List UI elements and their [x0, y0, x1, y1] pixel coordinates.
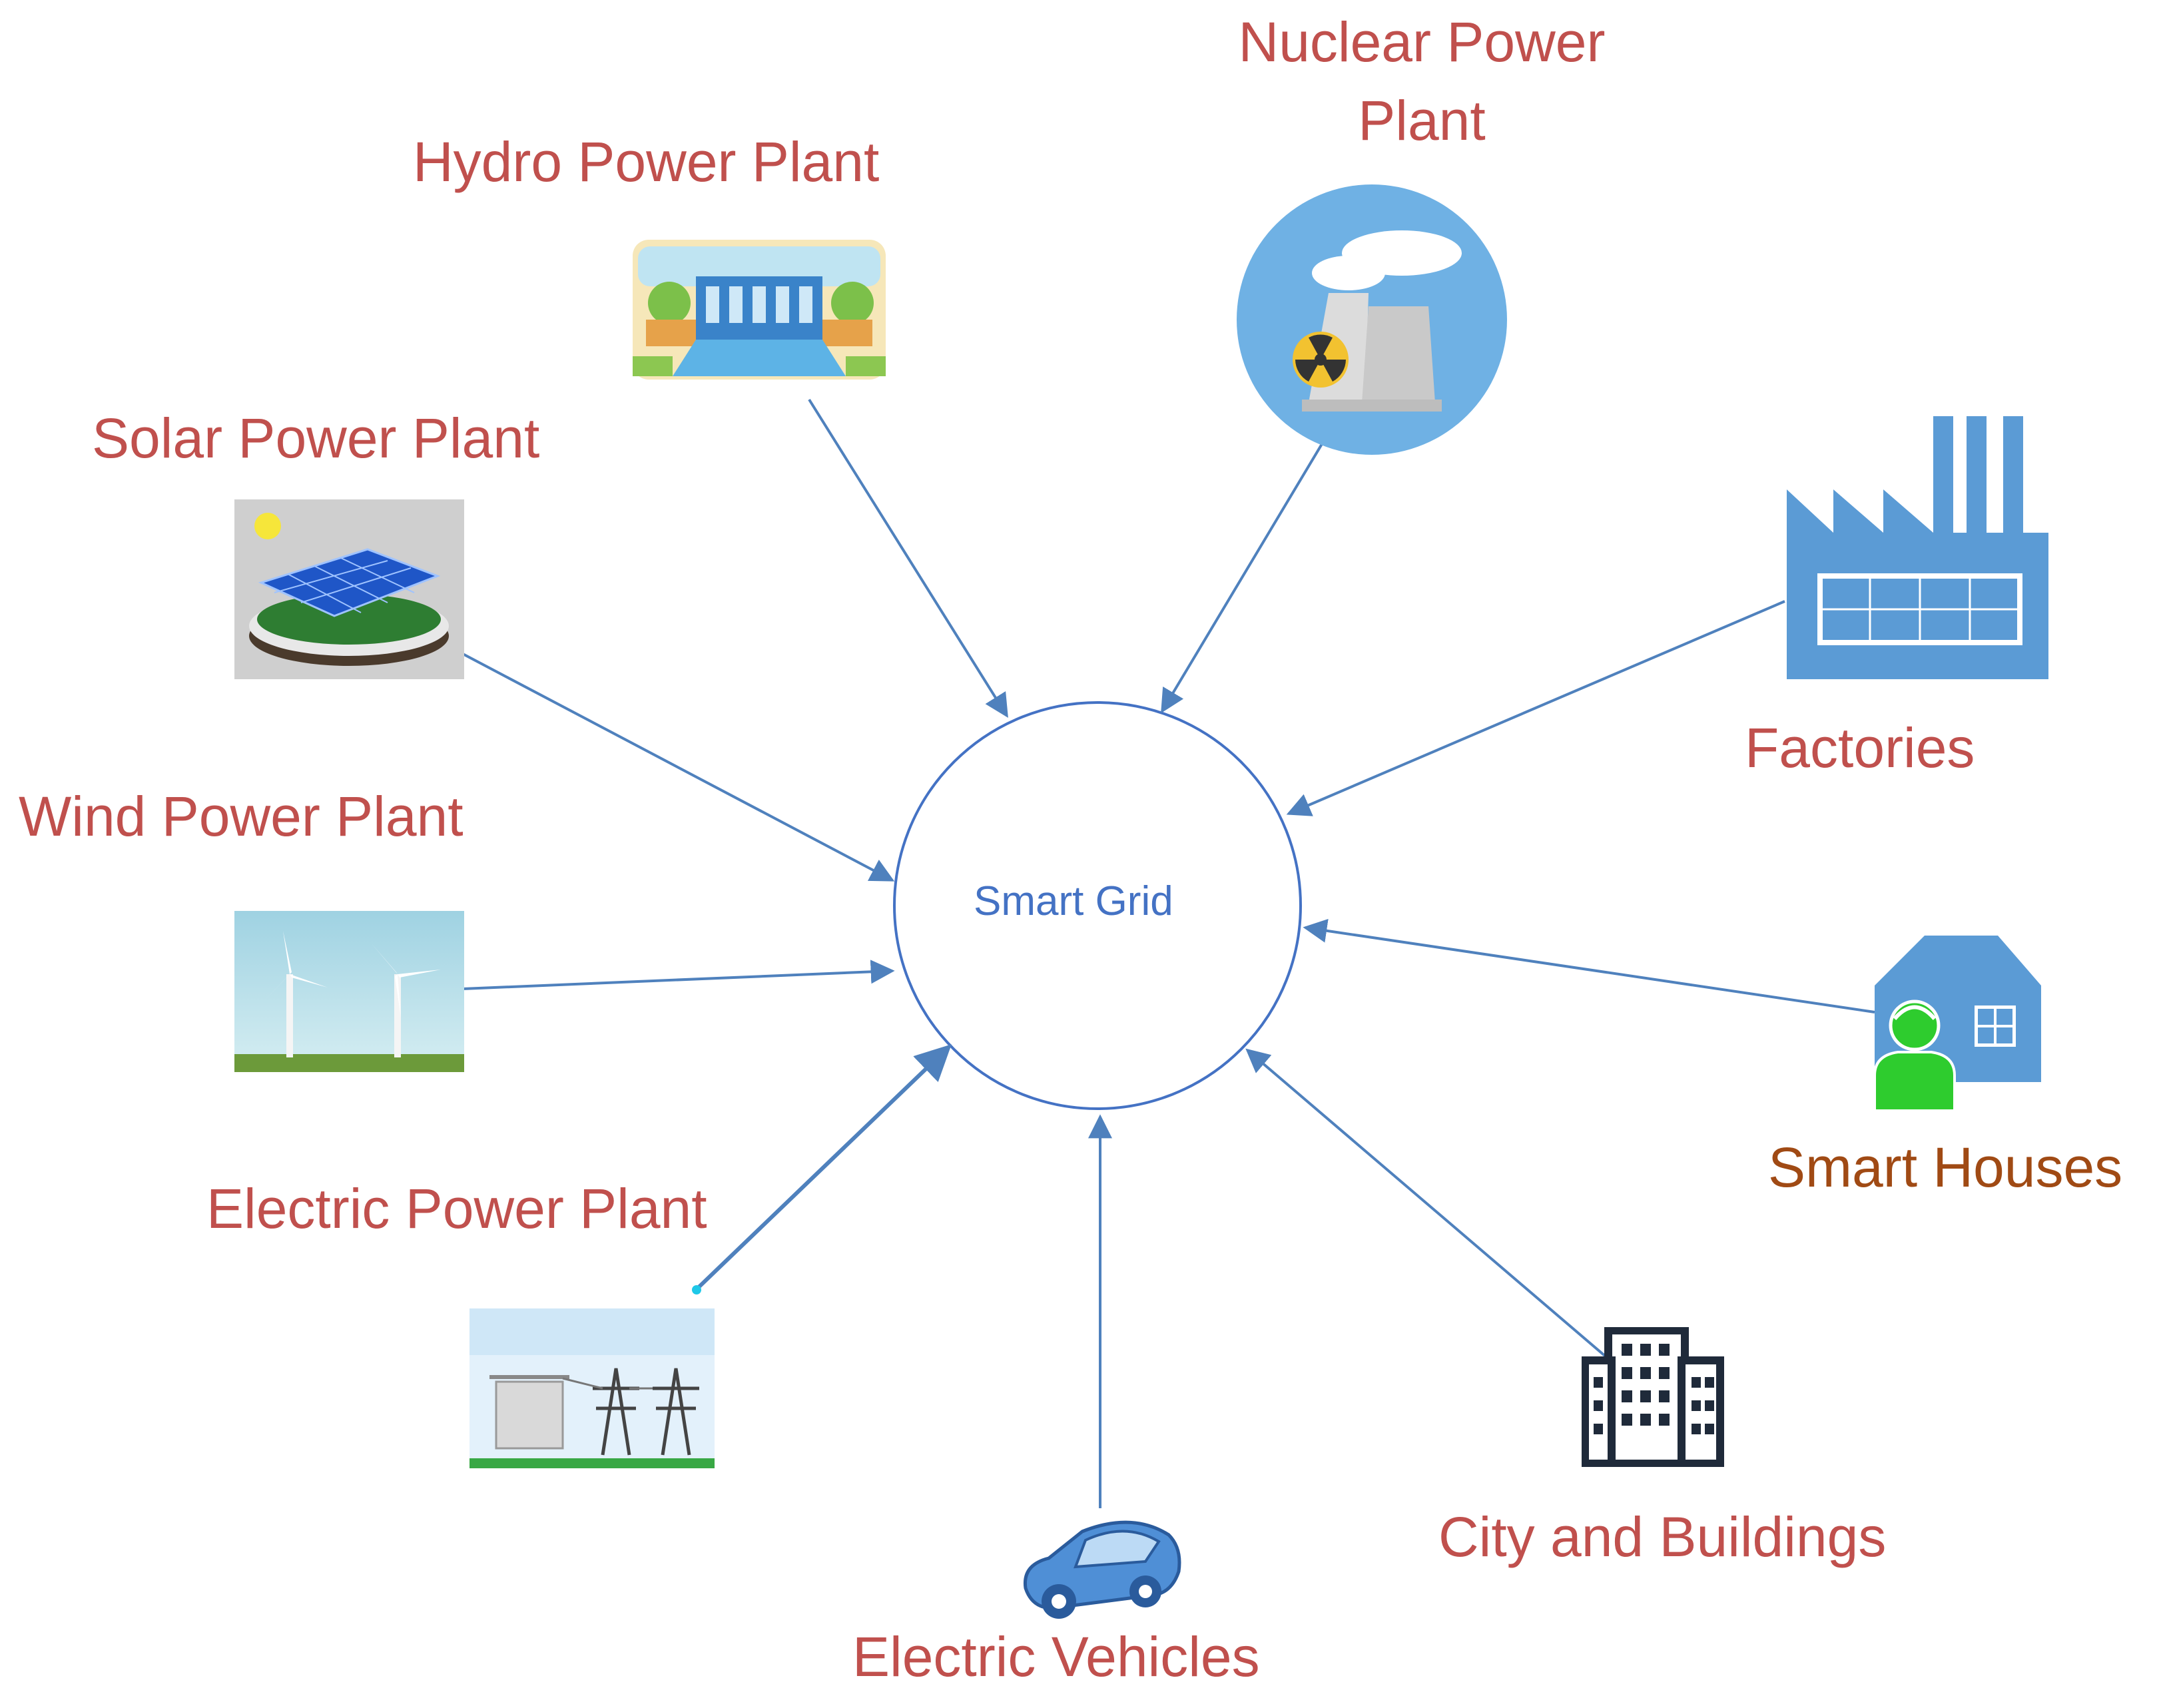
- city-label: City and Buildings: [1438, 1506, 1887, 1568]
- nuclear-label-line2: Plant: [1358, 89, 1486, 152]
- office-building-icon: [1582, 1327, 1724, 1467]
- electric-plant-label: Electric Power Plant: [206, 1177, 707, 1240]
- nuclear-label: Nuclear Power Plant: [1222, 3, 1622, 160]
- smart-grid-hub[interactable]: [893, 701, 1302, 1110]
- hydro-label: Hydro Power Plant: [413, 131, 880, 193]
- car-icon: [1023, 1520, 1181, 1619]
- factories-label: Factories: [1745, 716, 1975, 779]
- hydro-dam-icon: [633, 240, 886, 380]
- arrow-nuclear: [1161, 415, 1340, 714]
- smart-house-icon: [1873, 936, 2041, 1111]
- arrow-electric-plant: [694, 1044, 952, 1292]
- arrow-hydro: [808, 398, 1008, 718]
- houses-label: Smart Houses: [1768, 1136, 2123, 1199]
- arrow-houses: [1303, 918, 1875, 1013]
- nuclear-plant-icon: [1237, 184, 1507, 455]
- nuclear-label-line1: Nuclear Power: [1238, 11, 1606, 73]
- connector-dot: [692, 1285, 701, 1294]
- arrow-wind: [462, 960, 895, 990]
- arrow-factories: [1286, 600, 1785, 816]
- factory-icon: [1787, 416, 2048, 679]
- vehicles-label: Electric Vehicles: [852, 1625, 1260, 1688]
- smart-grid-label: Smart Grid: [974, 878, 1173, 924]
- solar-panel-icon: [234, 499, 464, 679]
- wind-turbine-icon: [234, 911, 464, 1072]
- power-substation-icon: [469, 1308, 715, 1468]
- wind-label: Wind Power Plant: [19, 785, 463, 848]
- solar-label: Solar Power Plant: [92, 407, 540, 469]
- arrow-city: [1245, 1048, 1612, 1362]
- arrow-solar: [462, 653, 895, 882]
